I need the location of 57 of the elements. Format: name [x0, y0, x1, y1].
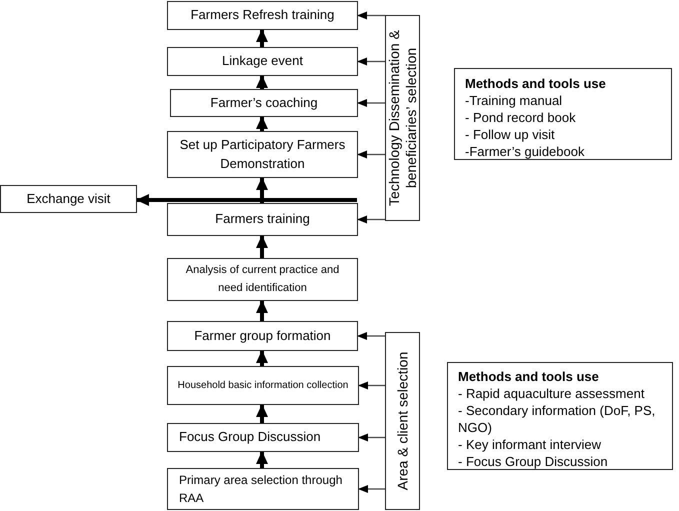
arrow: [357, 216, 385, 224]
list-item: - Secondary information (DoF, PS, NGO): [458, 402, 656, 436]
box-label: Focus Group Discussion: [179, 428, 321, 446]
arrow: [256, 451, 268, 468]
arrow: [256, 300, 268, 321]
arrow: [357, 12, 385, 20]
box-label: Farmer group formation: [194, 326, 331, 345]
arrow: [357, 58, 385, 66]
arrow: [357, 150, 385, 158]
stage-label: Area & client selection: [394, 350, 411, 492]
arrow: [358, 382, 385, 390]
process-box: [167, 203, 358, 236]
list-item: -Farmer’s guidebook: [465, 143, 586, 160]
process-box: [167, 1, 358, 30]
process-box: [167, 366, 359, 405]
list-item: - Rapid aquaculture assessment: [458, 385, 646, 402]
arrow: [136, 194, 357, 206]
list-item: -Training manual: [465, 92, 564, 109]
arrow: [256, 235, 268, 258]
note-heading: Methods and tools use: [458, 368, 600, 385]
box-label: Household basic information collection: [178, 378, 348, 392]
box-label: Analysis of current practice and need identification: [184, 262, 340, 296]
methods-note: [454, 68, 672, 160]
arrow: [256, 177, 268, 203]
stage-box: [385, 15, 420, 221]
process-box: [167, 321, 358, 351]
arrow: [358, 434, 385, 442]
note-heading: Methods and tools use: [465, 75, 607, 92]
list-item: - Focus Group Discussion: [458, 453, 609, 470]
process-box: [167, 258, 358, 301]
process-box: [167, 468, 359, 510]
box-label: Primary area selection through RAA: [179, 472, 344, 507]
arrow: [256, 116, 268, 131]
stage-label: Technology Dissemination & beneficiaries’ selection: [386, 29, 420, 208]
process-box: [0, 185, 137, 213]
process-box: [170, 89, 358, 117]
box-label: Linkage event: [222, 52, 303, 70]
list-item: - Pond record book: [465, 109, 577, 126]
arrow: [256, 404, 268, 423]
arrow: [358, 485, 385, 493]
process-box: [167, 47, 358, 76]
box-label: Farmers training: [215, 210, 310, 228]
arrow: [357, 332, 385, 340]
box-label: Farmers Refresh training: [190, 6, 334, 24]
box-label: Exchange visit: [26, 190, 110, 208]
box-label: Set up Participatory Farmers Demonstration: [178, 136, 346, 172]
arrow: [256, 75, 268, 89]
methods-note: [447, 362, 673, 470]
box-label: Farmer’s coaching: [210, 94, 318, 112]
list-item: - Key informant interview: [458, 436, 602, 453]
arrow: [256, 29, 268, 47]
process-box: [167, 423, 359, 452]
process-box: [167, 131, 358, 178]
arrow: [256, 350, 268, 366]
list-item: - Follow up visit: [465, 126, 556, 143]
stage-box: [385, 332, 420, 510]
arrow: [357, 99, 385, 107]
